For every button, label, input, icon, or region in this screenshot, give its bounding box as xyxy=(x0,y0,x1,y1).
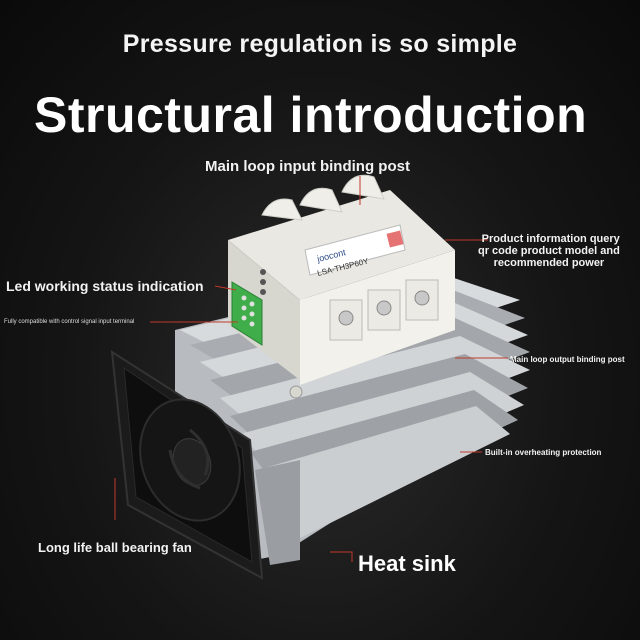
poster-title: Structural introduction xyxy=(34,87,588,143)
callout-qr-line2: qr code product model and xyxy=(478,245,620,257)
ssr-module: joocont LSA-TH3P60Y xyxy=(228,174,455,399)
callout-led: Led working status indication xyxy=(6,278,204,294)
model-label xyxy=(304,224,406,276)
callout-qr-code: Product information query qr code produc… xyxy=(478,233,620,269)
output-terminals xyxy=(329,279,439,341)
callout-compat: Fully compatible with control signal inp… xyxy=(4,319,135,325)
callout-overheat: Built-in overheating protection xyxy=(485,448,602,457)
callout-heat-sink: Heat sink xyxy=(358,551,456,576)
poster-subtitle: Pressure regulation is so simple xyxy=(122,30,518,58)
callout-main-input: Main loop input binding post xyxy=(205,158,410,175)
heatsink-front xyxy=(255,460,300,565)
callout-lines xyxy=(114,176,508,562)
fan xyxy=(110,350,264,580)
callout-qr-line3: recommended power xyxy=(493,257,605,269)
led-indicator xyxy=(260,269,266,275)
qr-code xyxy=(386,230,404,248)
control-terminal-block xyxy=(231,281,263,346)
callout-fan: Long life ball bearing fan xyxy=(38,540,192,555)
callout-qr-line1: Product information query xyxy=(481,233,620,245)
callout-main-output: Main loop output binding post xyxy=(510,355,625,364)
